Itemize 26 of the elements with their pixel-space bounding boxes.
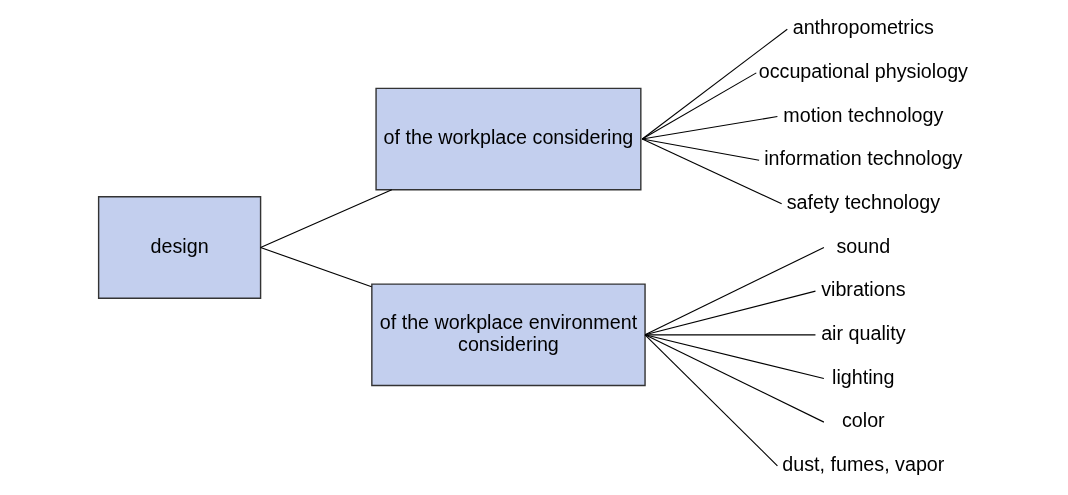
node-text: dust, fumes, vapor — [781, 453, 944, 475]
node-box: design — [97, 196, 261, 299]
connector — [644, 334, 778, 467]
node-text: safety technology — [786, 191, 940, 214]
node-text: vibrations — [820, 278, 905, 301]
node-text: motion technology — [782, 103, 943, 126]
connector — [641, 115, 778, 140]
connector — [259, 189, 392, 249]
node-box: of the workplace environment considering — [370, 283, 646, 387]
connector — [259, 246, 372, 288]
node-text: air quality — [820, 322, 905, 345]
node-box: of the workplace considering — [374, 87, 642, 191]
connector — [644, 334, 824, 423]
node-text: color — [841, 409, 885, 432]
connector — [644, 290, 816, 336]
connector — [641, 138, 782, 205]
connector — [644, 334, 816, 336]
connector — [644, 334, 824, 380]
connector — [641, 72, 757, 140]
connector — [644, 246, 824, 336]
node-text: lighting — [831, 365, 895, 388]
node-text: information technology — [763, 147, 962, 170]
connector — [641, 28, 788, 140]
node-text: sound — [835, 234, 890, 257]
node-text: anthropometrics — [792, 16, 934, 39]
node-text: occupational physiology — [758, 60, 968, 83]
